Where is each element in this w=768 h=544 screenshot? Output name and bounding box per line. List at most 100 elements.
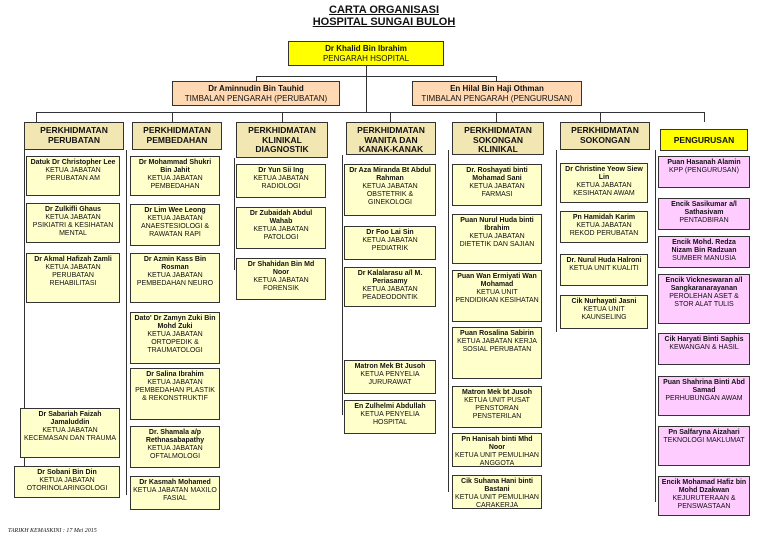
staff-role: KEWANGAN & HASIL [669, 344, 739, 351]
division-header: PERKHIDMATAN SOKONGAN KLINIKAL [452, 122, 544, 155]
staff-name: Matron Mek Bt Jusoh [354, 363, 426, 370]
staff-role: KETUA JABATAN REKOD PERUBATAN [569, 222, 639, 237]
staff-name: Cik Suhana Hani binti Bastani [461, 478, 533, 493]
staff-name: Dr Mohammad Shukri Bin Jahit [138, 159, 212, 174]
staff-name: Encik Mohamad Hafiz bin Mohd Dzakwan [661, 479, 747, 494]
staff-name: Dr Akmal Hafizah Zamli [34, 256, 112, 263]
staff-name: Dato' Dr Zamyn Zuki Bin Mohd Zuki [134, 315, 216, 330]
staff-role: SUMBER MANUSIA [672, 255, 736, 262]
connector-line [256, 76, 496, 77]
staff-name: Matron Mek bt Jusoh [461, 389, 532, 396]
division-header: PERKHIDMATAN PERUBATAN [24, 122, 124, 150]
staff-name: Dr Kasmah Mohamed [139, 479, 211, 486]
connector-line [448, 150, 449, 492]
staff-name: Dr Salina Ibrahim [146, 371, 204, 378]
division-header: PENGURUSAN [660, 129, 748, 151]
staff-name: Datuk Dr Christopher Lee [30, 159, 116, 166]
staff-name: Dr Zulkifli Ghaus [44, 206, 101, 213]
deputy-name: En Hilal Bin Haji Othman [450, 84, 544, 93]
staff-name: Dr. Roshayati binti Mohamad Sani [466, 167, 528, 182]
staff-role: KETUA JABATAN OFTALMOLOGI [147, 445, 203, 460]
staff-role: KETUA JABATAN ORTOPEDIK & TRAUMATOLOGI [147, 331, 203, 354]
staff-role: KETUA UNIT PEMULIHAN CARAKERJA [455, 494, 539, 509]
staff-name: Dr Lim Wee Leong [144, 207, 206, 214]
staff-role: KETUA JABATAN PERUBATAN REHABILITASI [45, 264, 101, 287]
connector-line [234, 158, 235, 270]
connector-line [556, 150, 557, 332]
staff-role: KETUA UNIT PENDIDIKAN KESIHATAN [455, 289, 539, 304]
connector-line [342, 155, 343, 415]
connector-line [36, 112, 37, 122]
connector-line [496, 76, 497, 81]
staff-role: KETUA JABATAN PEADEODONTIK [362, 286, 418, 301]
staff-role: KETUA JABATAN OBSTETRIK & GINEKOLOGI [362, 183, 418, 206]
staff-role: KETUA JABATAN FORENSIK [253, 277, 309, 292]
staff-role: KETUA JABATAN FARMASI [469, 183, 525, 198]
division-header: PERKHIDMATAN PEMBEDAHAN [132, 122, 222, 150]
division-header: PERKHIDMATAN KLINIKAL DIAGNOSTIK [236, 122, 328, 158]
director-role: PENGARAH HSOPITAL [322, 54, 410, 63]
staff-name: Encik Mohd. Redza Nizam Bin Radzuan [671, 239, 737, 254]
update-date: TARIKH KEMASKINI : 17 Mei 2015 [8, 528, 97, 534]
deputy-name: Dr Aminnudin Bin Tauhid [208, 84, 304, 93]
staff-role: KETUA JABATAN OTORINOLARINGOLOGI [26, 477, 108, 492]
staff-name: Dr Aza Miranda Bt Abdul Rahman [349, 167, 431, 182]
staff-name: Puan Hasanah Alamin [667, 159, 741, 166]
connector-line [282, 112, 283, 122]
director-box: Dr Khalid Bin Ibrahim PENGARAH HSOPITAL [288, 41, 444, 66]
staff-role: KETUA JABATAN PSIKIATRI & KESIHATAN MENT… [32, 214, 114, 237]
connector-line [36, 112, 704, 113]
staff-name: Encik Sasikumar a/l Sathasivam [671, 201, 737, 216]
deputy-role: TIMBALAN PENGARAH (PERUBATAN) [184, 94, 328, 103]
staff-name: Encik Vickneswaran a/l Sangkaranarayanan [665, 277, 743, 292]
staff-role: KETUA JABATAN PATOLOGI [253, 226, 309, 241]
staff-role: KETUA JABATAN KERJA SOSIAL PERUBATAN [457, 338, 537, 353]
staff-role: KETUA JABATAN ANAESTESIOLOGI & RAWATAN R… [140, 215, 210, 238]
staff-role: KETUA JABATAN PEMBEDAHAN [147, 175, 203, 190]
division-header: PERKHIDMATAN SOKONGAN [560, 122, 650, 150]
connector-line [600, 112, 601, 122]
connector-line [655, 150, 656, 502]
connector-line [24, 150, 25, 490]
deputy-box: En Hilal Bin Haji Othman TIMBALAN PENGAR… [412, 81, 582, 106]
staff-role: KETUA UNIT KUALITI [569, 265, 639, 272]
staff-name: Dr Sobani Bin Din [37, 469, 97, 476]
connector-line [366, 66, 367, 76]
hospital-name: HOSPITAL SUNGAI BULOH [312, 16, 456, 28]
staff-name: Dr. Nurul Huda Halroni [566, 257, 642, 264]
staff-name: Puan Shahrina Binti Abd Samad [663, 379, 745, 394]
connector-line [256, 76, 257, 81]
staff-name: Dr Kalalarasu a/l M. Periasamy [357, 270, 423, 285]
connector-line [390, 112, 391, 122]
staff-role: KETUA PENYELIA JURURAWAT [360, 371, 420, 386]
staff-role: KPP (PENGURUSAN) [669, 167, 739, 174]
